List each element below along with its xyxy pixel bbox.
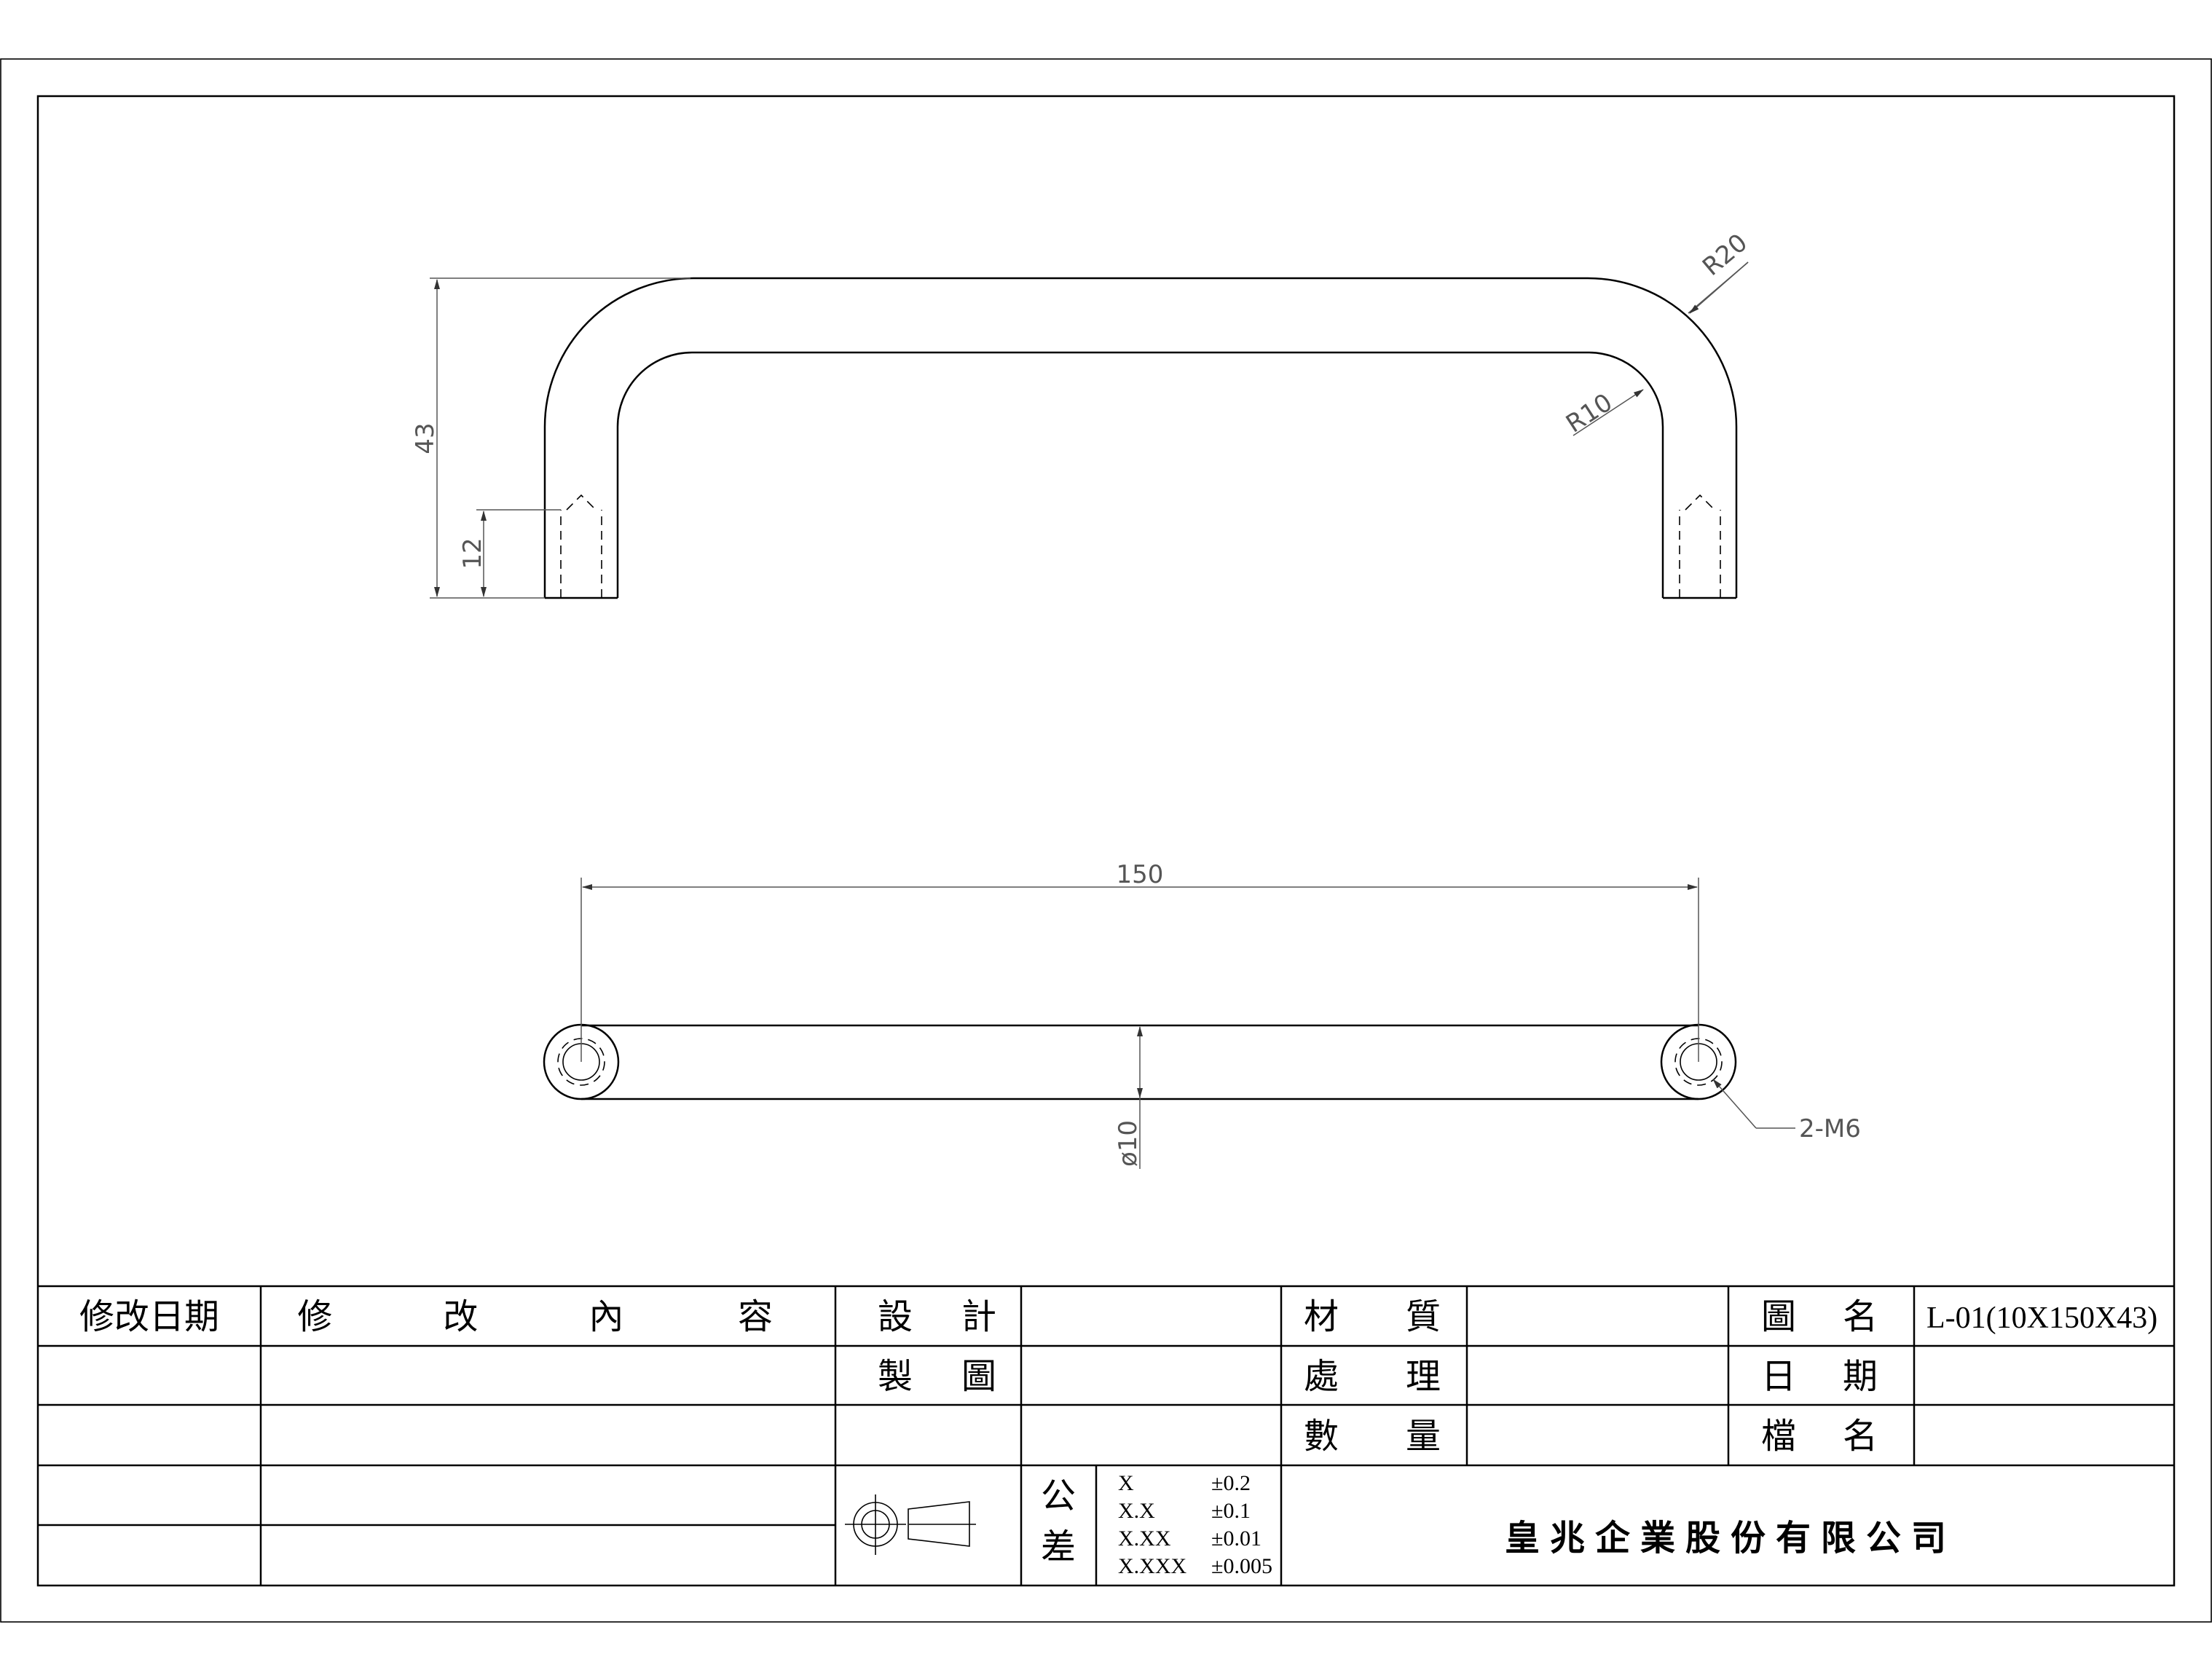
- design-label: 設計: [878, 1296, 996, 1337]
- tolerance-table: X ±0.2 X.X ±0.1 X.XX ±0.01 X.XXX ±0.005: [1118, 1471, 1272, 1578]
- tolerance-value: ±0.2: [1211, 1471, 1251, 1495]
- treatment-label: 處理: [1304, 1356, 1441, 1397]
- material-label: 材質: [1304, 1296, 1441, 1337]
- file-name-label: 檔名: [1761, 1416, 1878, 1457]
- tolerance-format: X.XX: [1118, 1527, 1171, 1551]
- quantity-label: 數量: [1304, 1416, 1441, 1457]
- drawing-name-label: 圖名: [1761, 1296, 1878, 1337]
- dim-150: 150: [1117, 860, 1164, 889]
- tolerance-format: X: [1118, 1471, 1134, 1495]
- drawing-frame: [36, 95, 2176, 1587]
- dim-43: 43: [411, 422, 440, 454]
- tolerance-format: X.XXX: [1118, 1554, 1186, 1578]
- dim-12: 12: [458, 537, 487, 569]
- outer-border: [0, 58, 2212, 1623]
- dim-r10: R10: [1561, 388, 1618, 439]
- tolerance-value: ±0.005: [1211, 1554, 1272, 1578]
- projection-symbol-icon: [845, 1494, 976, 1555]
- tolerance-value: ±0.01: [1211, 1527, 1262, 1551]
- front-view: 43 12 R20 R10: [411, 228, 1753, 599]
- rev-content-header: 修 改 內 容: [297, 1296, 773, 1337]
- company-name: 皇兆企業股份有限公司: [1505, 1518, 1956, 1559]
- drawing-name-value: L-01(10X150X43): [1926, 1301, 2157, 1335]
- drafting-label: 製圖: [878, 1356, 996, 1397]
- dim-r20: R20: [1697, 228, 1753, 282]
- dim-thread-m6: 2-M6: [1799, 1114, 1861, 1143]
- tolerance-value: ±0.1: [1211, 1499, 1251, 1523]
- top-view: 150 ø10 2-M6: [543, 860, 1861, 1169]
- rev-date-header: 修改日期: [79, 1296, 219, 1337]
- date-label: 日期: [1761, 1356, 1878, 1397]
- dim-diameter-10: ø10: [1114, 1120, 1143, 1167]
- tolerance-format: X.X: [1118, 1499, 1155, 1523]
- tolerance-label: 公差: [1041, 1476, 1076, 1567]
- title-block: 修改日期 修 改 內 容 設計 製圖 材質 處理 數量 圖名 日期 檔名 L-0…: [38, 1285, 2174, 1586]
